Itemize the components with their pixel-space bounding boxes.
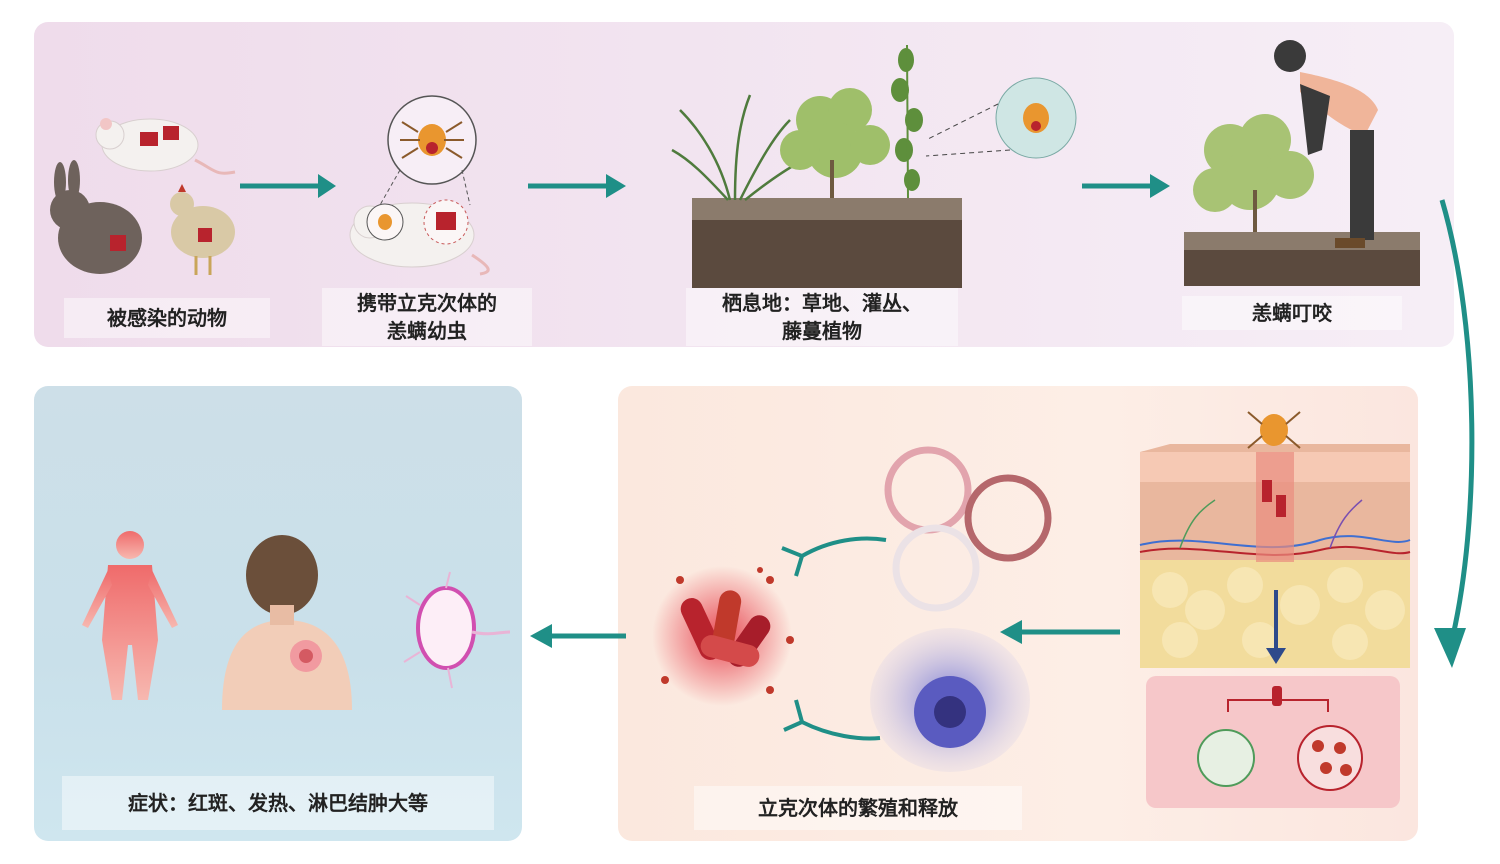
flow-arrow-3 (1082, 174, 1170, 198)
skin-section-icon (1139, 411, 1411, 668)
macrophage-icon (870, 628, 1030, 772)
flow-arrow-5 (530, 624, 626, 648)
flow-arrow-curve (1434, 199, 1475, 668)
infected-mouse-icon (95, 118, 236, 175)
endothelial-cells-icon (884, 446, 1052, 612)
lymph-node-icon (403, 571, 511, 689)
human-bite-icon (1184, 40, 1420, 286)
mite-larva-mouse-icon (349, 95, 490, 276)
infected-rabbit-icon (50, 160, 142, 274)
lymph-vessel-box-icon (1146, 676, 1400, 808)
symptoms-label: 症状：红斑、发热、淋巴结肿大等 (62, 776, 494, 830)
flow-arrow-2 (528, 174, 626, 198)
flow-arrow-1 (240, 174, 336, 198)
child-back-icon (222, 535, 352, 710)
mite-bite-label: 恙螨叮咬 (1182, 296, 1402, 330)
infected-animals-label: 被感染的动物 (64, 298, 270, 338)
rickettsia-cluster-icon (652, 566, 794, 706)
reproduction-label: 立克次体的繁殖和释放 (694, 786, 1022, 830)
infected-chicken-icon (170, 184, 235, 275)
signal-lines-icon (781, 536, 887, 741)
habitat-label: 栖息地：草地、灌丛、 藤蔓植物 (686, 288, 958, 346)
human-body-icon (82, 531, 178, 700)
mite-larva-label: 携带立克次体的 恙螨幼虫 (322, 288, 532, 346)
habitat-plants-icon (671, 44, 1077, 288)
flow-arrow-4 (1000, 620, 1120, 644)
